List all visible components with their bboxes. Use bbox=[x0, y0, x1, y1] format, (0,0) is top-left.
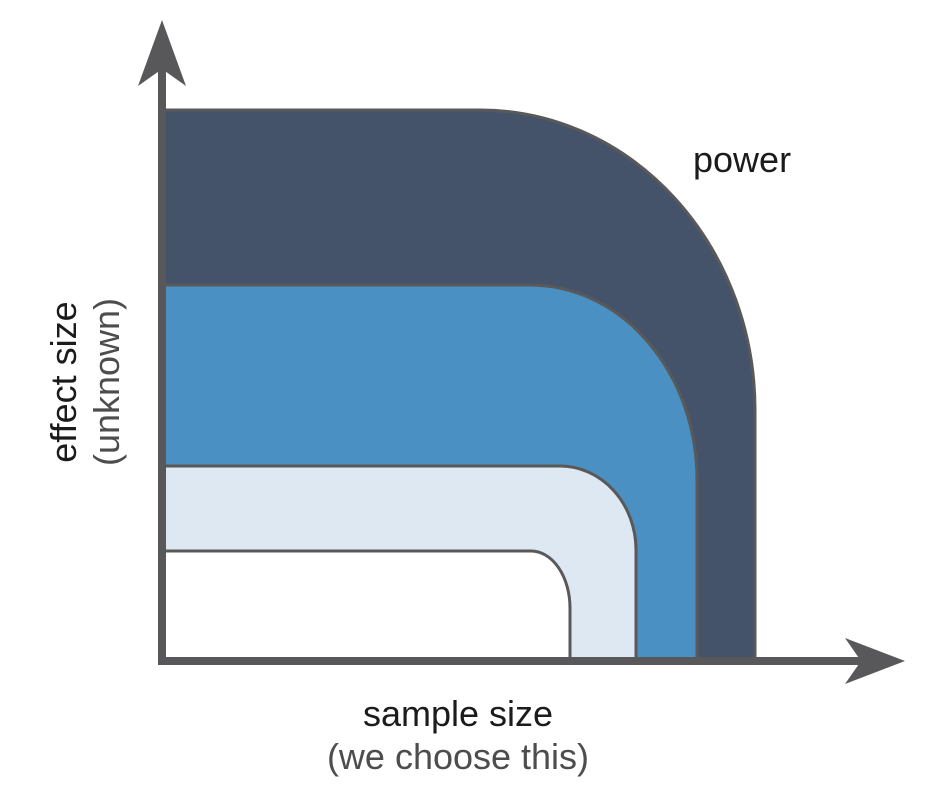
x-axis-label: sample size (we choose this) bbox=[258, 692, 658, 778]
y-axis-label-line1: effect size bbox=[43, 301, 84, 463]
y-axis-label-line2: (unknown) bbox=[86, 297, 127, 467]
y-axis bbox=[138, 20, 186, 662]
x-axis bbox=[158, 638, 905, 684]
power-band-inner bbox=[160, 549, 572, 663]
x-axis-arrowhead bbox=[845, 638, 905, 684]
x-axis-label-line1: sample size bbox=[362, 693, 554, 734]
y-axis-label: effect size (unknown) bbox=[42, 298, 128, 466]
y-axis-arrowhead bbox=[138, 20, 186, 86]
power-label: power bbox=[693, 139, 792, 180]
x-axis-label-line2: (we choose this) bbox=[326, 736, 590, 777]
